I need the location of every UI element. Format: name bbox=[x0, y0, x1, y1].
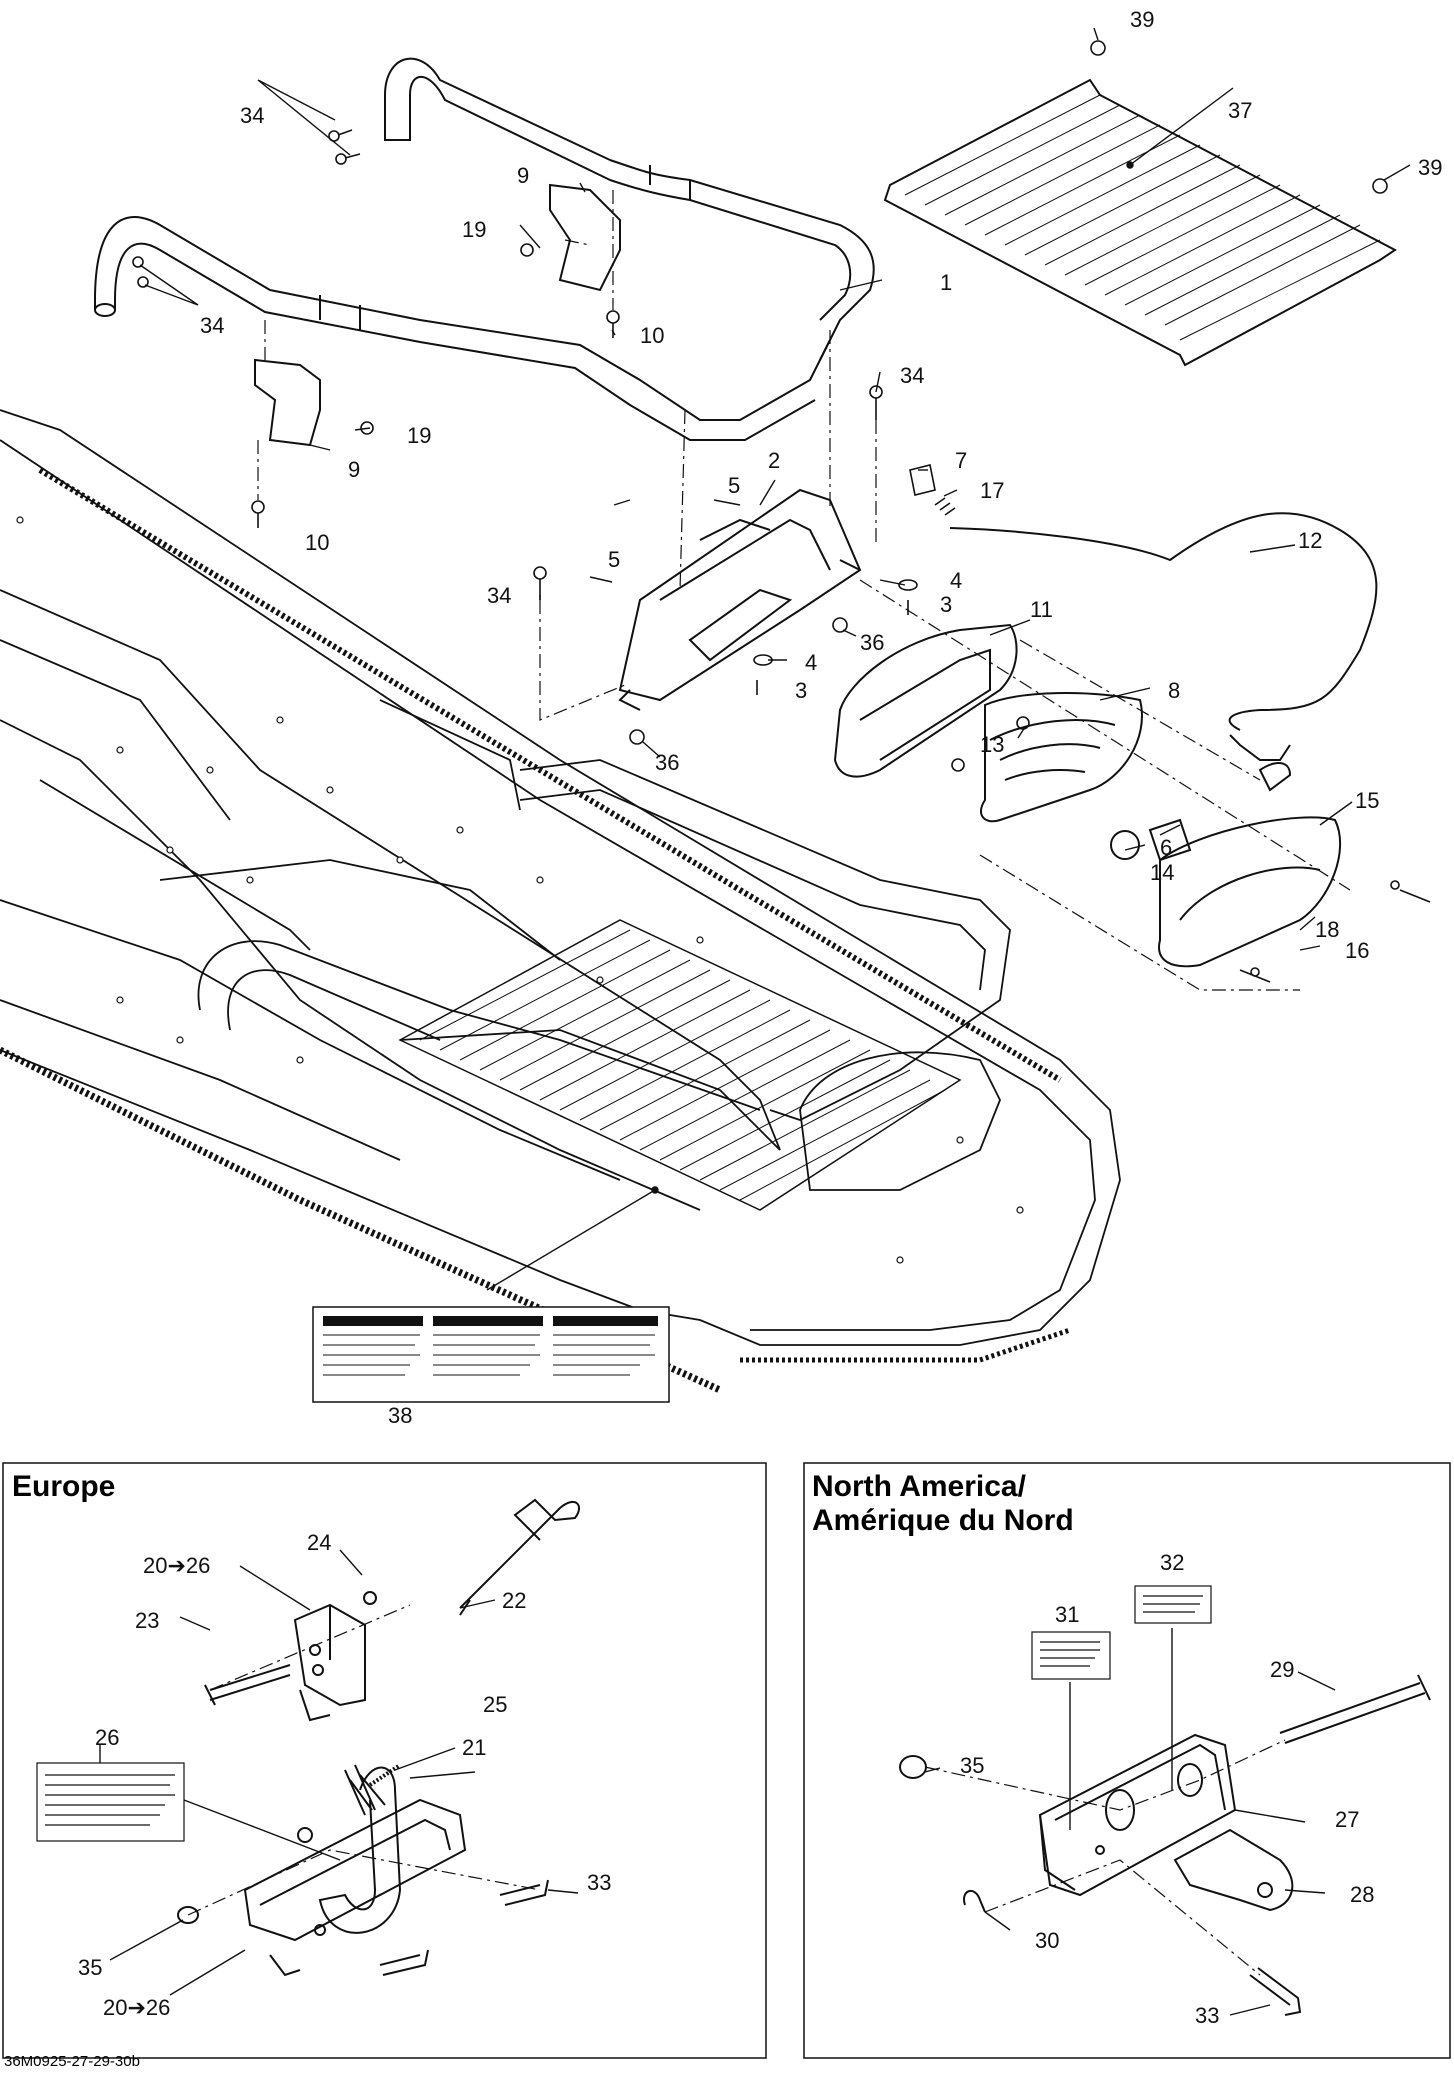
body-holes bbox=[16, 516, 1024, 1264]
callout-n-28: 28 bbox=[1350, 1882, 1374, 1907]
bracket-part-2 bbox=[618, 488, 862, 711]
callout-e-25: 25 bbox=[483, 1692, 507, 1717]
callout-e-22: 22 bbox=[502, 1588, 526, 1613]
cargo-mat-ribs bbox=[904, 94, 1381, 341]
clip-part-30 bbox=[963, 1890, 986, 1913]
callout-36a: 36 bbox=[860, 630, 884, 655]
callout-8: 8 bbox=[1168, 678, 1180, 703]
callout-5a: 5 bbox=[728, 473, 740, 498]
callout-16: 16 bbox=[1345, 938, 1369, 963]
label-part-26 bbox=[36, 1762, 185, 1842]
callout-3a: 3 bbox=[940, 592, 952, 617]
taillight-assembly bbox=[833, 623, 1342, 968]
callout-e-26: 26 bbox=[95, 1725, 119, 1750]
callout-10a: 10 bbox=[640, 323, 664, 348]
callouts: 1 2 3 3 4 4 5 5 6 7 8 9 9 10 10 11 12 13… bbox=[78, 7, 1442, 2028]
callout-4b: 4 bbox=[805, 650, 817, 675]
callout-18: 18 bbox=[1315, 917, 1339, 942]
callout-4a: 4 bbox=[950, 568, 962, 593]
bracket-part-27 bbox=[1038, 1733, 1237, 1897]
callout-38: 38 bbox=[388, 1403, 412, 1428]
label-part-31 bbox=[1031, 1631, 1111, 1680]
callout-n-32: 32 bbox=[1160, 1550, 1184, 1575]
hitch-part-28 bbox=[1173, 1828, 1294, 1912]
vehicle-mat-ribs bbox=[419, 929, 946, 1201]
callout-11: 11 bbox=[1030, 597, 1053, 622]
callout-39a: 39 bbox=[1130, 7, 1154, 32]
rack-tube bbox=[94, 57, 875, 441]
europe-panel-title: Europe bbox=[12, 1470, 116, 1503]
callout-19b: 19 bbox=[407, 423, 431, 448]
top-assembly bbox=[0, 27, 1431, 1403]
europe-panel bbox=[2, 1462, 767, 2059]
callout-9a: 9 bbox=[517, 163, 529, 188]
coupler-block bbox=[293, 1603, 366, 1722]
label-part-32 bbox=[1134, 1585, 1212, 1624]
document-reference: 36M0925-27-29-30b bbox=[4, 2053, 140, 2070]
callout-19a: 19 bbox=[462, 217, 486, 242]
callout-7: 7 bbox=[955, 448, 967, 473]
callout-e-24: 24 bbox=[307, 1530, 331, 1555]
callout-34d: 34 bbox=[487, 583, 511, 608]
callout-15: 15 bbox=[1355, 788, 1379, 813]
bushing-part-35 bbox=[899, 1755, 927, 1779]
europe-leaders bbox=[99, 1549, 579, 1996]
callout-3b: 3 bbox=[795, 678, 807, 703]
bolt-part-33 bbox=[1249, 1967, 1302, 2016]
north-america-panel bbox=[803, 1462, 1451, 2059]
callout-n-31: 31 bbox=[1055, 1602, 1079, 1627]
callout-14: 14 bbox=[1150, 860, 1174, 885]
callout-e-35: 35 bbox=[78, 1955, 102, 1980]
europe-panel-frame bbox=[2, 1462, 767, 2059]
callout-n-33: 33 bbox=[1195, 2003, 1219, 2028]
callout-e-20a: 20➔26 bbox=[143, 1553, 210, 1578]
wiring-harness-part-12 bbox=[949, 512, 1378, 731]
callout-e-21: 21 bbox=[462, 1735, 486, 1760]
callout-17: 17 bbox=[980, 478, 1004, 503]
warning-label-part-38 bbox=[312, 1306, 670, 1403]
hitch-base bbox=[243, 1766, 467, 1977]
callout-34b: 34 bbox=[200, 313, 224, 338]
callout-37: 37 bbox=[1228, 98, 1252, 123]
callout-13: 13 bbox=[980, 732, 1004, 757]
bolt-part-23 bbox=[204, 1664, 291, 1706]
north-america-panel-frame bbox=[803, 1462, 1451, 2059]
callout-n-27: 27 bbox=[1335, 1807, 1359, 1832]
callout-9b: 9 bbox=[348, 457, 360, 482]
callout-10b: 10 bbox=[305, 530, 329, 555]
callout-34a: 34 bbox=[240, 103, 264, 128]
callout-e-23: 23 bbox=[135, 1608, 159, 1633]
brackets-part-9 bbox=[254, 183, 621, 447]
callout-36b: 36 bbox=[655, 750, 679, 775]
pin-part-29 bbox=[1279, 1674, 1431, 1744]
callout-5b: 5 bbox=[608, 547, 620, 572]
cargo-mat-part-37 bbox=[883, 78, 1397, 367]
callout-34c: 34 bbox=[900, 363, 924, 388]
leader-lines bbox=[139, 27, 1411, 1291]
callout-39b: 39 bbox=[1418, 155, 1442, 180]
callout-1: 1 bbox=[940, 270, 952, 295]
callout-6: 6 bbox=[1160, 835, 1172, 860]
north-america-panel-title-line1: North America/ bbox=[812, 1470, 1026, 1503]
callout-12: 12 bbox=[1298, 528, 1322, 553]
callout-e-20b: 20➔26 bbox=[103, 1995, 170, 2020]
callout-2: 2 bbox=[768, 448, 780, 473]
callout-n-35: 35 bbox=[960, 1753, 984, 1778]
clip-part-21 bbox=[344, 1764, 386, 1816]
callout-n-30: 30 bbox=[1035, 1928, 1059, 1953]
callout-n-29: 29 bbox=[1270, 1657, 1294, 1682]
callout-e-33: 33 bbox=[587, 1870, 611, 1895]
na-leaders bbox=[924, 1628, 1336, 2016]
fasteners bbox=[132, 40, 1431, 983]
snowmobile-body bbox=[0, 409, 1121, 1394]
north-america-panel-title-line2: Amérique du Nord bbox=[812, 1504, 1074, 1537]
